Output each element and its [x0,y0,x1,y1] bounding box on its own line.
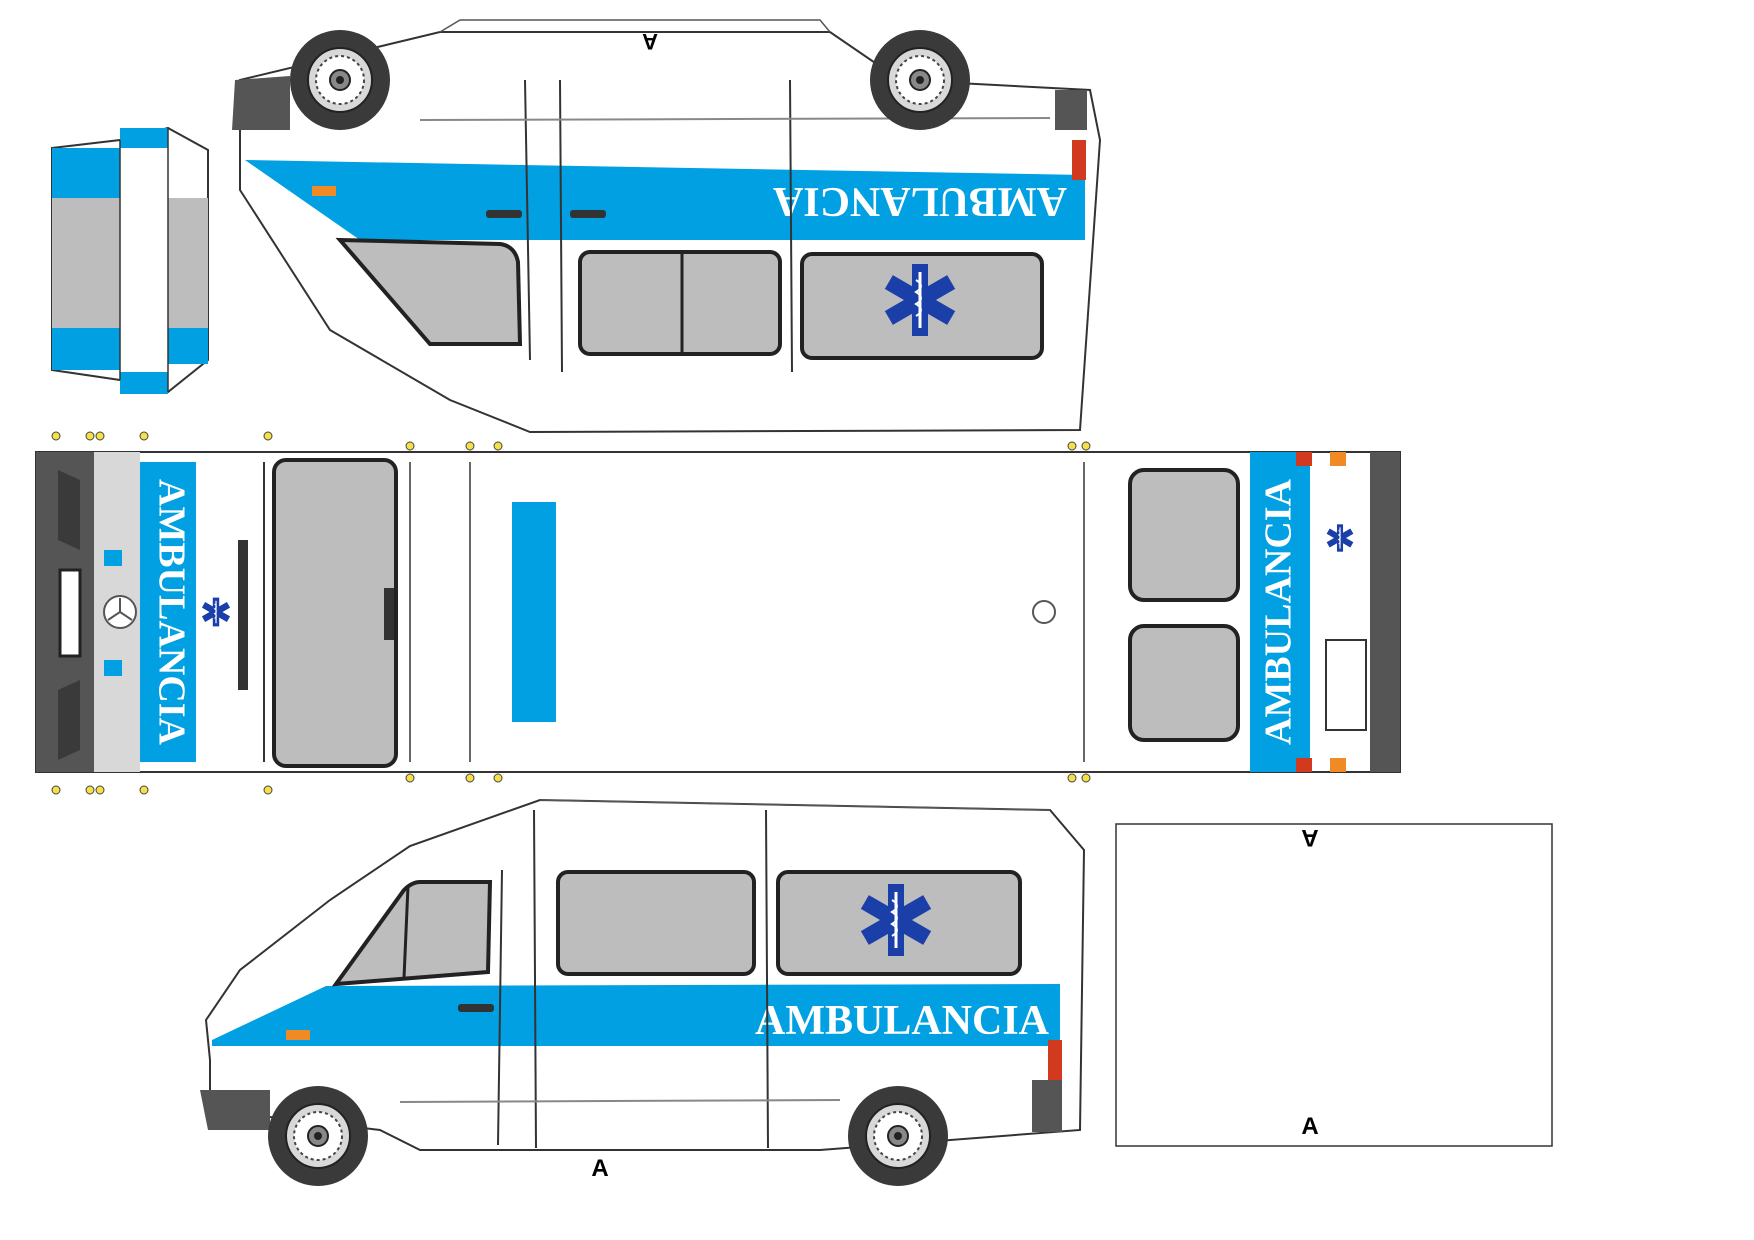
floor-panel: A A [1115,823,1553,1147]
cab-window-top [335,237,523,346]
ambulance-label-rear: AMBULANCIA [1258,478,1300,745]
wheel-icon [289,29,391,131]
side-panel-bottom: AMBULANCIA A [200,798,1086,1187]
side-stripe-bottom [212,984,1060,1046]
fold-marker-top: A [642,29,658,54]
rear-bumper [1370,452,1400,772]
side-window-bottom-1 [556,870,756,976]
door-handle-icon [570,210,606,218]
rear-stripe [1250,452,1310,772]
side-window-top-1 [578,250,782,356]
front-flap [51,126,209,394]
roof-vent [1032,600,1056,624]
windshield [272,458,398,768]
rear-window-2 [1128,624,1240,742]
rear-window-1 [1128,468,1240,602]
wheel-icon [267,1085,369,1187]
door-handle-icon [486,210,522,218]
wheel-icon [847,1085,949,1187]
ambulance-label-bottom: AMBULANCIA [755,998,1050,1044]
door-handle-icon [458,1004,494,1012]
roof-light-bar [512,502,556,722]
side-stripe-top [245,160,1085,240]
side-panel-top: AMBULANCIA A [232,19,1102,434]
ambulance-label-top: AMBULANCIA [772,178,1067,224]
hood-stripe [140,462,196,762]
wheel-icon [869,29,971,131]
side-marker-top [312,186,336,196]
fold-marker-bottom: A [591,1155,608,1182]
roof-strip: AMBULANCIA AMBULANCIA [35,431,1401,795]
cab-window-bottom [331,880,493,987]
ambulance-label-hood: AMBULANCIA [150,479,192,746]
fold-marker-floor-top: A [1301,824,1318,851]
fold-marker-floor-bottom: A [1301,1113,1318,1140]
side-marker-bottom [286,1030,310,1040]
